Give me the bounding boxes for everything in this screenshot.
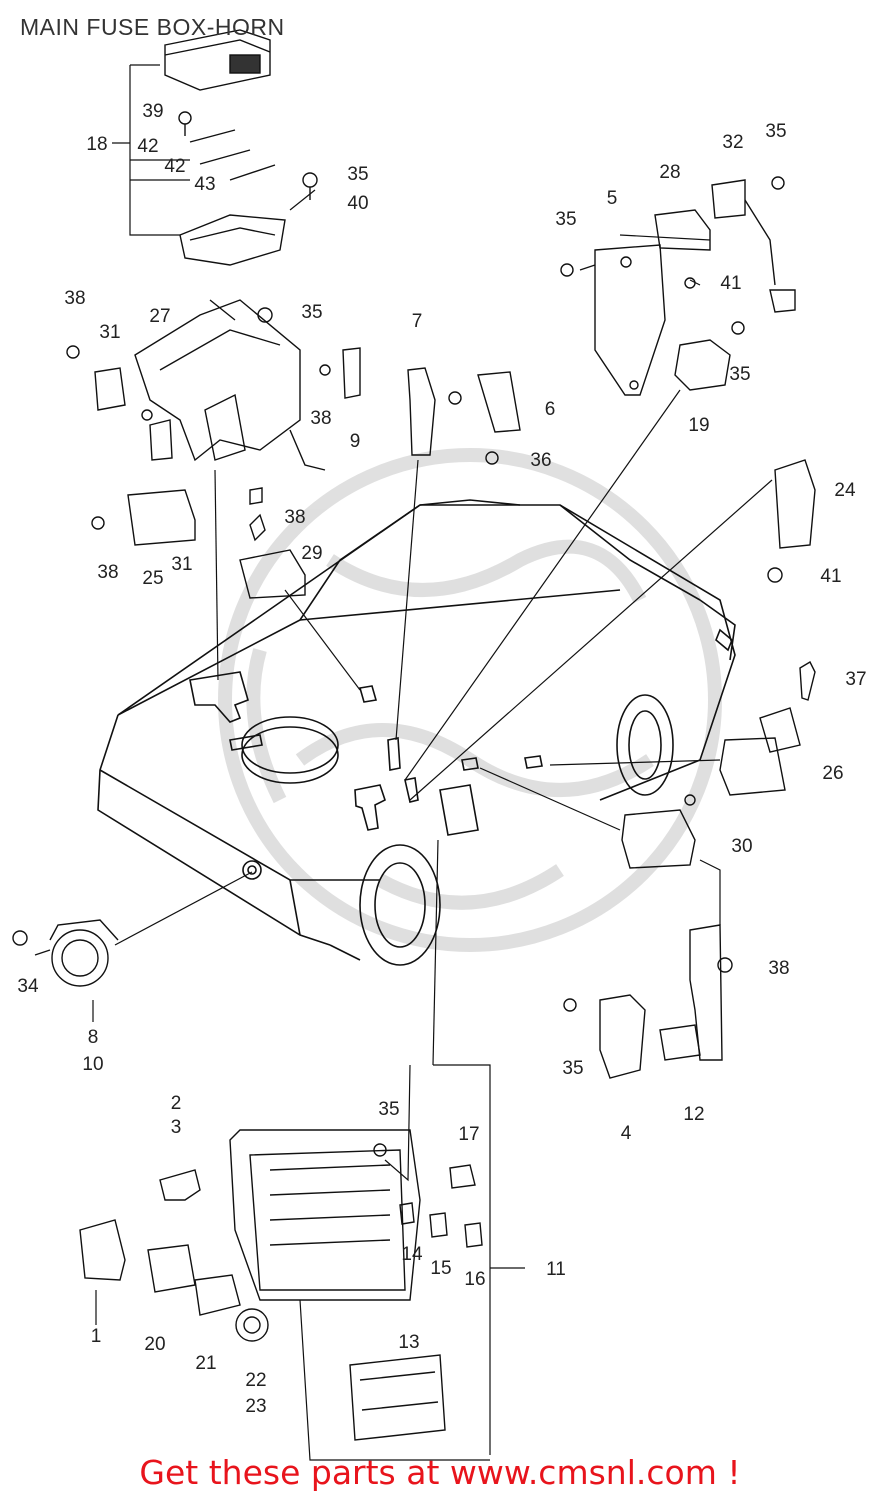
callout-12: 12 — [683, 1104, 704, 1125]
callout-38: 38 — [64, 288, 85, 309]
callout-42: 42 — [164, 156, 185, 177]
callout-38: 38 — [284, 507, 305, 528]
callout-23: 23 — [245, 1396, 266, 1417]
callout-7: 7 — [412, 311, 423, 332]
callout-22: 22 — [245, 1370, 266, 1391]
callout-35: 35 — [562, 1058, 583, 1079]
callout-19: 19 — [688, 415, 709, 436]
callout-39: 39 — [142, 101, 163, 122]
callout-2: 2 — [171, 1093, 182, 1114]
callout-36: 36 — [530, 450, 551, 471]
callout-20: 20 — [144, 1334, 165, 1355]
callout-38: 38 — [97, 562, 118, 583]
callout-27: 27 — [149, 306, 170, 327]
callout-35: 35 — [765, 121, 786, 142]
callout-25: 25 — [142, 568, 163, 589]
parts — [12, 29, 816, 1441]
callout-43: 43 — [194, 174, 215, 195]
callout-30: 30 — [731, 836, 752, 857]
callout-32: 32 — [722, 132, 743, 153]
callout-35: 35 — [729, 364, 750, 385]
callout-9: 9 — [350, 431, 361, 452]
callout-15: 15 — [430, 1258, 451, 1279]
callout-42: 42 — [137, 136, 158, 157]
callout-21: 21 — [195, 1353, 216, 1374]
callout-13: 13 — [398, 1332, 419, 1353]
callout-38: 38 — [768, 958, 789, 979]
callout-35: 35 — [378, 1099, 399, 1120]
callout-11: 11 — [546, 1259, 566, 1280]
callout-26: 26 — [822, 763, 843, 784]
vehicle-outline — [97, 499, 736, 966]
callout-16: 16 — [464, 1269, 485, 1290]
callout-38: 38 — [310, 408, 331, 429]
callout-35: 35 — [555, 209, 576, 230]
callout-3: 3 — [171, 1117, 182, 1138]
callout-4: 4 — [621, 1123, 632, 1144]
callout-40: 40 — [347, 193, 368, 214]
callout-8: 8 — [88, 1027, 99, 1048]
callout-6: 6 — [545, 399, 556, 420]
callout-5: 5 — [607, 188, 618, 209]
footer-promo-link[interactable]: Get these parts at www.cmsnl.com ! — [139, 1453, 741, 1492]
callout-17: 17 — [458, 1124, 479, 1145]
callout-41: 41 — [820, 566, 841, 587]
callout-18: 18 — [86, 134, 107, 155]
page-title: MAIN FUSE BOX-HORN — [20, 14, 285, 40]
callout-14: 14 — [401, 1244, 423, 1265]
callout-10: 10 — [82, 1054, 103, 1075]
callout-31: 31 — [99, 322, 120, 343]
callout-24: 24 — [834, 480, 856, 501]
watermark-logo — [218, 448, 722, 952]
leader-lines — [34, 64, 773, 1461]
callout-41: 41 — [720, 273, 741, 294]
callout-1: 1 — [91, 1326, 102, 1347]
callout-35: 35 — [301, 302, 322, 323]
callout-35: 35 — [347, 164, 368, 185]
callout-37: 37 — [845, 669, 866, 690]
callout-31: 31 — [171, 554, 192, 575]
callout-labels: 39 42 42 43 18 35 40 32 35 28 5 35 41 35… — [17, 101, 866, 1417]
callout-28: 28 — [659, 162, 680, 183]
callout-29: 29 — [301, 543, 322, 564]
callout-34: 34 — [17, 976, 39, 997]
